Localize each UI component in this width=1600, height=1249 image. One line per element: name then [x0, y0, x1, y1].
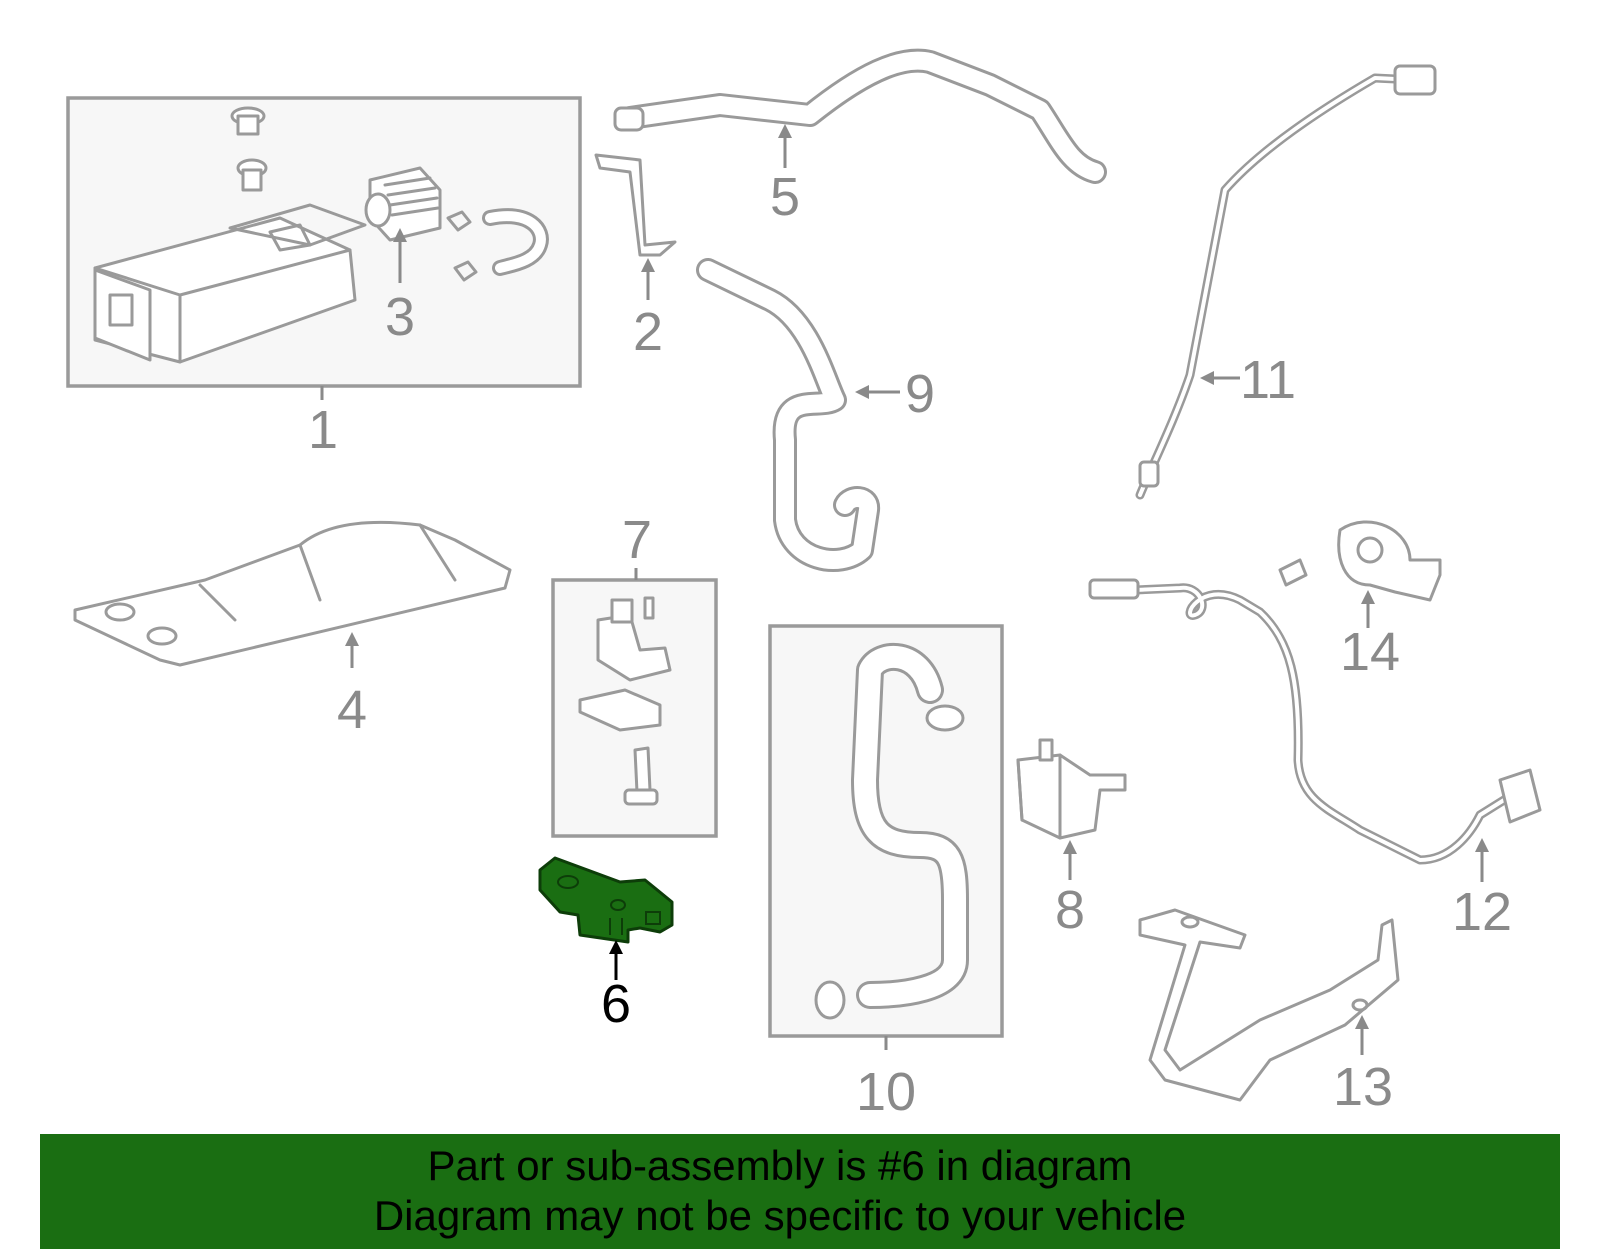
part-7-vsv-assembly[interactable]	[551, 578, 718, 838]
callout-2: 2	[633, 302, 663, 362]
callout-1: 1	[308, 400, 338, 460]
callout-12: 12	[1452, 882, 1512, 942]
callout-6: 6	[601, 974, 631, 1034]
banner-line-1: Part or sub-assembly is #6 in diagram	[427, 1142, 1133, 1189]
part-1-canister-assembly[interactable]	[66, 96, 582, 388]
callout-9: 9	[905, 364, 935, 424]
banner-line-2: Diagram may not be specific to your vehi…	[373, 1192, 1187, 1239]
callout-11: 11	[1240, 350, 1296, 410]
part-2-bracket[interactable]	[594, 153, 677, 257]
callout-8: 8	[1055, 880, 1085, 940]
part-5-hose[interactable]	[613, 48, 1107, 184]
part-9-hose[interactable]	[696, 258, 880, 572]
part-8-valve[interactable]	[1016, 738, 1127, 840]
part-11-wire[interactable]	[1135, 64, 1437, 500]
callout-13: 13	[1333, 1057, 1393, 1117]
callout-4: 4	[337, 680, 367, 740]
callout-3: 3	[385, 287, 415, 347]
part-10-hose-assembly[interactable]	[768, 624, 1004, 1038]
part-4-shield[interactable]	[73, 520, 512, 667]
part-13-bracket[interactable]	[1138, 908, 1400, 1102]
callout-7: 7	[622, 510, 652, 570]
callout-5: 5	[770, 167, 800, 227]
part-14-knock-sensor[interactable]	[1337, 520, 1442, 602]
callout-14: 14	[1340, 622, 1400, 682]
callout-10: 10	[856, 1062, 916, 1122]
info-banner: Part or sub-assembly is #6 in diagram Di…	[40, 1134, 1560, 1249]
part-12-sensor-wire[interactable]	[1088, 558, 1542, 865]
part-6-bracket-highlighted[interactable]	[538, 856, 674, 944]
